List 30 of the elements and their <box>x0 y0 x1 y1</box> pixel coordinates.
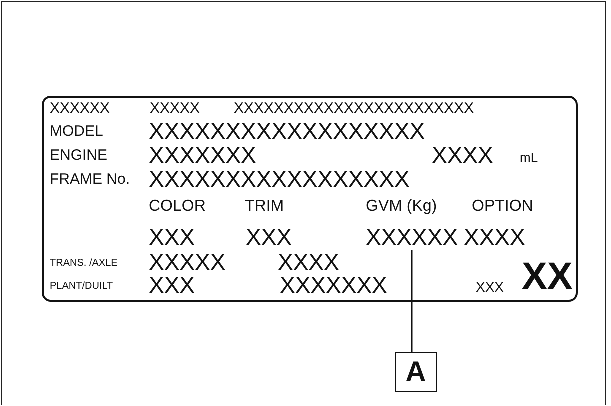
placeholder-value: XXXXXXXXXXXXXXXXXX <box>149 120 426 143</box>
field-label: OPTION <box>472 199 534 215</box>
placeholder-value: XXXXXXX <box>280 274 388 297</box>
placeholder-value: XXX <box>149 226 196 249</box>
placeholder-value: XXX <box>246 226 292 249</box>
callout-letter: A <box>395 352 437 392</box>
placeholder-value: XXXXXX <box>50 101 110 116</box>
placeholder-value: XXX <box>476 280 504 294</box>
placeholder-value: XXXXXXX <box>149 144 256 167</box>
unit-label: mL <box>520 151 538 164</box>
field-label: TRANS. /AXLE <box>50 259 118 269</box>
field-label: MODEL <box>50 124 104 139</box>
placeholder-value: XXXXXXXXXXXXXXXXX <box>149 168 410 191</box>
leader-line <box>411 250 413 352</box>
placeholder-value: XXXXXX <box>366 226 458 249</box>
placeholder-value: XXXX <box>432 144 494 167</box>
placeholder-value: XXXXX <box>150 101 200 116</box>
placeholder-value: XX <box>522 258 573 296</box>
field-label: GVM (Kg) <box>366 199 438 215</box>
placeholder-value: XXXX <box>464 226 526 249</box>
field-label: ENGINE <box>50 148 108 163</box>
identification-plate <box>42 96 578 302</box>
field-label: FRAME No. <box>50 172 130 187</box>
field-label: PLANT/DUILT <box>50 282 114 292</box>
field-label: TRIM <box>245 199 284 215</box>
field-label: COLOR <box>149 199 206 215</box>
placeholder-value: XXXXXXXXXXXXXXXXXXXXXXXX <box>234 101 474 116</box>
placeholder-value: XXXX <box>278 251 340 274</box>
placeholder-value: XXXXX <box>149 251 226 274</box>
placeholder-value: XXX <box>149 274 196 297</box>
